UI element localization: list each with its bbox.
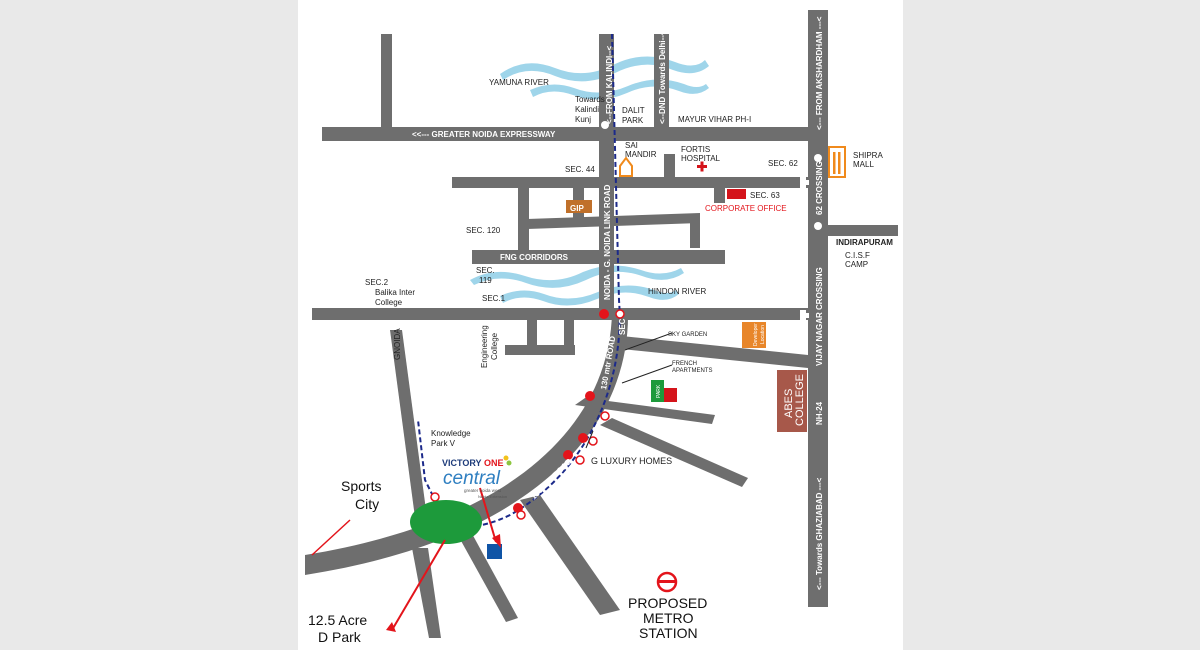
crossing-62-label: 62 CROSSING bbox=[815, 161, 824, 215]
sec-2-line2: Balika Inter bbox=[375, 288, 415, 297]
sai-mandir-icon bbox=[619, 156, 633, 177]
engineering-line1: Engineering bbox=[480, 325, 489, 368]
gnoida-label: GNOIDA bbox=[393, 328, 402, 360]
dalit-park-line2: PARK bbox=[622, 116, 644, 125]
project-logo: VICTORY ONE central greater noida west N… bbox=[442, 455, 512, 499]
developer-location-sign bbox=[742, 322, 766, 348]
abes-line1: ABES bbox=[783, 389, 795, 418]
sec-63-label: SEC. 63 bbox=[750, 191, 780, 200]
dnd-label: <--DND Towards Delhi--< bbox=[658, 30, 667, 124]
abes-college-sign bbox=[777, 370, 807, 432]
metro-line1: PROPOSED bbox=[628, 595, 707, 611]
shipra-mall-line2: MALL bbox=[853, 160, 874, 169]
sec-119-line1: SEC. bbox=[476, 266, 495, 275]
knowledge-park-line1: Knowledge bbox=[431, 429, 471, 438]
vijay-nagar-label: VIJAY NAGAR CROSSING bbox=[815, 267, 824, 366]
gip-label: GIP bbox=[570, 204, 584, 213]
sec-2-line3: College bbox=[375, 298, 403, 307]
cisf-line2: CAMP bbox=[845, 260, 868, 269]
park-sign-label: PARK bbox=[656, 384, 662, 398]
gip-sign bbox=[566, 200, 592, 213]
sports-city-line1: Sports bbox=[341, 478, 381, 494]
sports-city-line2: City bbox=[355, 496, 379, 512]
acre-park-line2: D Park bbox=[318, 629, 362, 645]
pointer-lines bbox=[585, 332, 673, 449]
corporate-office-label: CORPORATE OFFICE bbox=[705, 204, 787, 213]
dalit-park-line1: DALIT bbox=[622, 106, 645, 115]
road-fng bbox=[472, 250, 725, 264]
from-kalindi-label: <--FROM KALINDI--< bbox=[605, 45, 614, 124]
sec-1-label: SEC.1 bbox=[482, 294, 506, 303]
shipra-mall-icon bbox=[828, 146, 846, 178]
shipra-mall-line1: SHIPRA bbox=[853, 151, 883, 160]
road-expressway bbox=[322, 127, 810, 141]
sai-mandir-line1: SAI bbox=[625, 141, 638, 150]
hindon-river bbox=[470, 265, 684, 306]
logo-name-b: ONE bbox=[484, 458, 504, 468]
nh24-label: NH-24 bbox=[815, 401, 824, 425]
sec-44-label: SEC. 44 bbox=[565, 165, 595, 174]
metro-line2: METRO bbox=[643, 610, 694, 626]
acre-park-line1: 12.5 Acre bbox=[308, 612, 367, 628]
metro-logo-icon bbox=[656, 571, 678, 593]
expressway-label: <<--- GREATER NOIDA EXPRESSWAY bbox=[412, 130, 556, 139]
hospital-cross-icon bbox=[697, 161, 707, 172]
fng-label: FNG CORRIDORS bbox=[500, 253, 569, 262]
hindon-river-label: HINDON RIVER bbox=[648, 287, 706, 296]
from-akshardham-label: <--- FROM AKSHARDHAM ---< bbox=[815, 16, 824, 130]
fortis-line2: HOSPITAL bbox=[681, 154, 721, 163]
g-luxury-label: G LUXURY HOMES bbox=[591, 456, 672, 466]
knowledge-park-line2: Park V bbox=[431, 439, 456, 448]
towards-kalindi-line3: Kunj bbox=[575, 115, 591, 124]
road-network bbox=[305, 10, 898, 638]
link-road-label: NOIDA - G. NOIDA LINK ROAD bbox=[603, 184, 612, 300]
sec-sign-label: SEC bbox=[618, 318, 627, 335]
abes-line2: COLLEGE bbox=[794, 374, 806, 426]
park-sign bbox=[651, 380, 664, 402]
metro-markers bbox=[430, 309, 625, 520]
logo-name-a: VICTORY bbox=[442, 458, 482, 468]
engineering-line2: College bbox=[490, 332, 499, 360]
developer-line1: Developer bbox=[753, 323, 759, 346]
french-apartments-line2: APARTMENTS bbox=[672, 368, 712, 374]
sai-mandir-line2: MANDIR bbox=[625, 150, 657, 159]
sec-2-line1: SEC.2 bbox=[365, 278, 389, 287]
fortis-line1: FORTIS bbox=[681, 145, 710, 154]
towards-ghaziabad-label: <--- Towards GHAZIABAD ---< bbox=[815, 477, 824, 590]
logo-sub: Noida Extension bbox=[478, 494, 507, 499]
mayur-vihar-label: MAYUR VIHAR PH-I bbox=[678, 115, 751, 124]
sec-62-label: SEC. 62 bbox=[768, 159, 798, 168]
towards-kalindi-line2: Kalindi bbox=[575, 105, 599, 114]
project-site-marker bbox=[487, 544, 502, 559]
sky-garden-label: SKY GARDEN bbox=[668, 332, 707, 338]
french-apartments-line1: FRENCH bbox=[672, 361, 697, 367]
sec-119-line2: 119 bbox=[479, 276, 492, 285]
indirapuram-label: INDIRAPURAM bbox=[836, 238, 893, 247]
metro-line3: STATION bbox=[639, 625, 698, 641]
corporate-office-marker bbox=[727, 189, 746, 199]
yamuna-river-label: YAMUNA RIVER bbox=[489, 78, 549, 87]
logo-name-c: central bbox=[443, 468, 501, 489]
sports-city-park bbox=[410, 500, 482, 544]
road-link-road bbox=[599, 34, 614, 319]
cisf-line1: C.I.S.F bbox=[845, 251, 870, 260]
sec-120-label: SEC. 120 bbox=[466, 226, 501, 235]
direction-arrows bbox=[311, 487, 501, 632]
road-nh24 bbox=[808, 10, 828, 607]
towards-kalindi-line1: Towards bbox=[575, 95, 605, 104]
developer-line2: Location bbox=[760, 325, 766, 344]
logo-tagline: greater noida west bbox=[464, 488, 502, 493]
